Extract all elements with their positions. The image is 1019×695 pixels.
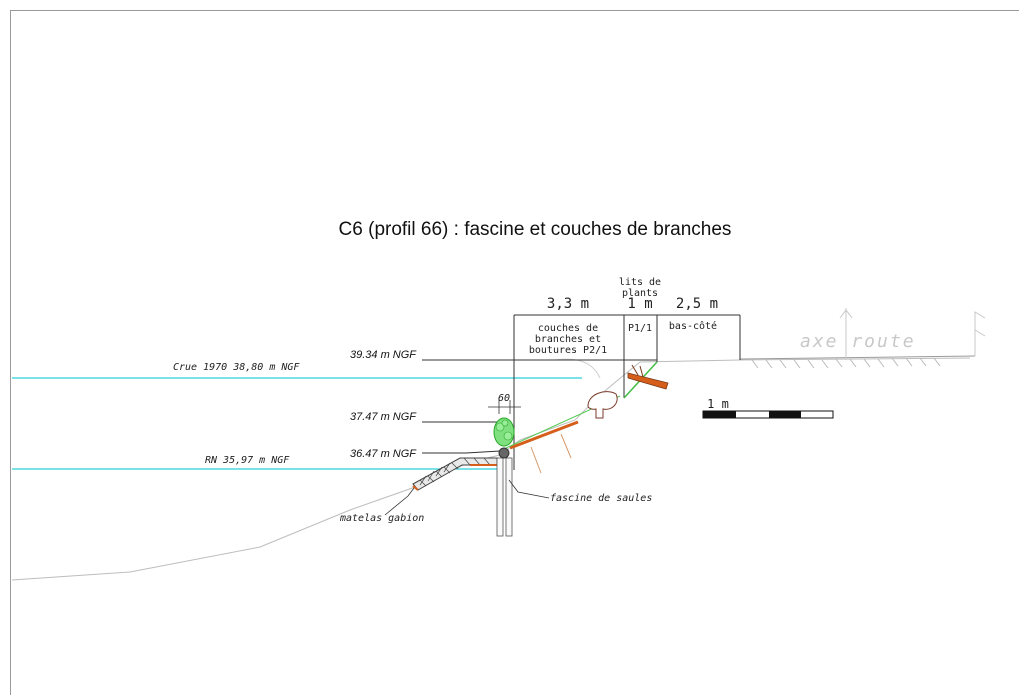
zone2-label: P1/1 [628,323,652,334]
road-hatching [751,357,941,369]
zone1-label-line1: couches de [538,323,598,334]
level-mid-label: 37.47 m NGF [350,411,417,423]
road-edge-marker [974,311,986,356]
scale-bar-label: 1 m [707,397,729,411]
bank-contour [554,358,601,379]
zone2-width: 1 m [627,296,652,312]
zone3-label: bas-côté [669,320,717,332]
fascine-width-marker [488,400,521,414]
crue-label: Crue 1970 38,80 m NGF [173,362,300,373]
level-low-leader [422,450,501,454]
rn-label: RN 35,97 m NGF [205,455,290,466]
sheet-frame-top [10,10,1019,11]
level-low-label: 36.47 m NGF [350,448,417,460]
scale-bar [702,410,834,419]
zone1-label-line2: branches et [535,334,601,345]
gabion-label: matelas gabion [339,513,424,524]
cuttings [530,433,572,474]
zone1-width: 3,3 m [547,296,589,312]
fascine-leader [508,479,550,499]
fascine-stakes [496,457,513,537]
road-axis-arrow [839,309,853,319]
zone2-header-line1: lits de [619,277,661,288]
zone2-header-line2: plants [622,288,658,299]
zone1-label-line3: boutures P2/1 [529,345,607,356]
willow-foliage [493,417,515,447]
drawing-title: C6 (profil 66) : fascine et couches de b… [339,219,732,240]
fascine-width-text: 60 [498,393,510,404]
road-surface-line [739,355,976,360]
branch-layer-geotextile [509,420,579,450]
gabion-leader [384,487,415,516]
sheet-frame-left [10,10,11,695]
road-axis-label: axe route [800,331,916,352]
fascine-label: fascine de saules [550,493,652,504]
fascine-bundle [498,447,510,459]
level-top-label: 39.34 m NGF [350,349,417,361]
zone3-width: 2,5 m [676,296,718,312]
stump-symbol [587,391,618,419]
plant-bed-layer [627,372,669,390]
dimension-lines [422,314,741,470]
